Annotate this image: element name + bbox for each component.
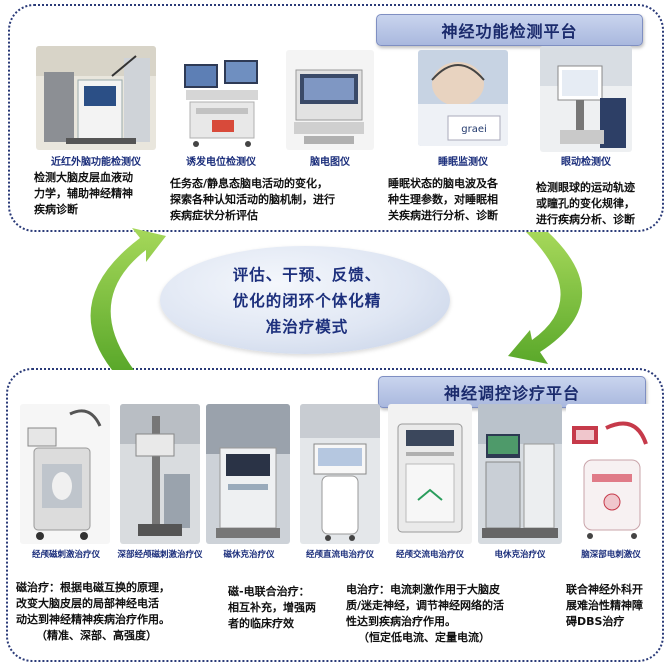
dbs-device-photo — [566, 404, 656, 544]
sleep-monitor-label: 睡眠监测仪 — [438, 157, 488, 168]
electric-therapy-description: 电治疗：电流刺激作用于大脑皮 质/迷走神经，调节神经网络的活 性达到疾病治疗作用… — [346, 583, 505, 644]
sleep-monitor-description: 睡眠状态的脑电波及各 种生理参数，对睡眠相 关疾病进行分析、诊断 — [388, 177, 498, 222]
nirs-description: 检测大脑皮层血液动 力学，辅助神经精神 疾病诊断 — [34, 171, 133, 216]
dbs-label: 脑深部电刺激仪 — [581, 550, 641, 560]
mst-device-photo — [206, 404, 290, 544]
ect-device-photo — [478, 404, 562, 544]
eeg-device-photo — [286, 50, 374, 150]
eye-tracker-description: 检测眼球的运动轨迹 或瞳孔的变化规律， 进行疾病分析、诊断 — [536, 181, 635, 226]
tms-label: 经颅磁刺激治疗仪 — [31, 550, 100, 560]
nirs-label: 近红外脑功能检测仪 — [51, 157, 141, 168]
evoked-potential-description: 任务态/静息态脑电活动的变化， 探索各种认知活动的脑机制，进行 疾病症状分析评估 — [170, 177, 335, 222]
magnetic-electric-therapy-description: 磁-电联合治疗： 相互补充，增强两 者的临床疗效 — [228, 585, 316, 630]
center-ellipse — [160, 246, 450, 354]
sleep-monitor-photo: graei — [418, 50, 508, 146]
detection-platform-title: 神经功能检测平台 — [376, 14, 643, 46]
mst-label: 磁休克治疗仪 — [223, 550, 275, 560]
magnetic-therapy-description: 磁治疗：根据电磁互换的原理， 改变大脑皮层的局部神经电活 动达到神经精神疾病治疗… — [16, 581, 170, 642]
nirs-device-photo — [36, 46, 156, 150]
sleep-brand-text: graei — [461, 124, 487, 135]
treatment-platform-panel — [6, 368, 664, 662]
detection-platform-panel — [8, 4, 664, 232]
closed-loop-model-text: 评估、干预、反馈、 优化的闭环个体化精 准治疗模式 — [232, 265, 382, 336]
right-cycle-arrow — [508, 232, 583, 364]
eye-tracker-photo — [540, 46, 632, 152]
tdcs-device-photo — [300, 404, 380, 544]
deep-tms-device-photo — [120, 404, 200, 544]
eeg-label: 脑电图仪 — [310, 157, 350, 168]
dbs-therapy-description: 联合神经外科开 展难治性精神障 碍DBS治疗 — [566, 583, 643, 628]
left-cycle-arrow — [90, 228, 166, 370]
tacs-label: 经颅交流电治疗仪 — [395, 550, 464, 560]
deep-tms-label: 深部经颅磁刺激治疗仪 — [117, 550, 203, 560]
tdcs-label: 经颅直流电治疗仪 — [305, 550, 374, 560]
eye-tracker-label: 眼动检测仪 — [561, 157, 611, 168]
tacs-device-photo — [388, 404, 472, 544]
tms-device-photo — [20, 404, 110, 544]
ect-label: 电休克治疗仪 — [494, 550, 546, 560]
evoked-potential-device-photo — [176, 50, 266, 150]
evoked-potential-label: 诱发电位检测仪 — [186, 157, 256, 168]
